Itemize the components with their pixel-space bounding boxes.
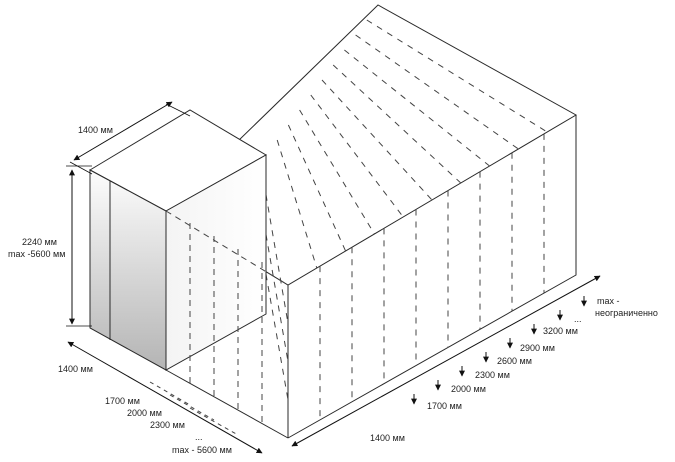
dash-segment	[265, 274, 289, 400]
right-max-line2: неограниченно	[595, 308, 658, 318]
dash-segment	[321, 79, 433, 201]
dimension-labels: 1400 мм 2240 мм max -5600 мм 1400 мм 170…	[8, 125, 658, 455]
dash-segment	[276, 139, 318, 269]
right-step-3200: 3200 мм	[543, 326, 578, 336]
right-step-2300: 2300 мм	[475, 370, 510, 380]
height-label-line1: 2240 мм	[22, 237, 57, 247]
right-step-2900: 2900 мм	[520, 343, 555, 353]
left-step-2000: 2000 мм	[127, 408, 162, 418]
right-step-dots: ...	[574, 314, 582, 324]
cabinet-side-face	[165, 154, 267, 371]
left-step-1700: 1700 мм	[105, 396, 140, 406]
dash-segment	[265, 234, 289, 362]
base-cabinet	[88, 109, 268, 371]
left-width-dimension	[67, 341, 263, 454]
bottom-depth-dimension	[291, 275, 601, 447]
height-label-line2: max -5600 мм	[8, 249, 65, 259]
left-step-dots: ...	[195, 432, 203, 442]
top-depth-label: 1400 мм	[78, 125, 113, 135]
dash-segment	[355, 34, 519, 150]
right-step-1700: 1700 мм	[427, 401, 462, 411]
left-max-label: max - 5600 мм	[172, 445, 232, 455]
bottom-depth-label: 1400 мм	[370, 433, 405, 443]
dash-segment	[265, 194, 289, 324]
dash-segment	[332, 64, 462, 184]
right-step-2000: 2000 мм	[451, 384, 486, 394]
right-step-arrows	[411, 296, 587, 405]
dash-segment	[310, 94, 404, 218]
dimension-lines	[66, 101, 601, 454]
left-width-label: 1400 мм	[58, 364, 93, 374]
top-depth-dimension	[73, 101, 173, 161]
right-step-2600: 2600 мм	[497, 356, 532, 366]
left-step-ticks	[149, 381, 239, 436]
right-max-line1: max -	[597, 296, 620, 306]
left-step-2300: 2300 мм	[150, 420, 185, 430]
dash-segment	[299, 109, 375, 235]
